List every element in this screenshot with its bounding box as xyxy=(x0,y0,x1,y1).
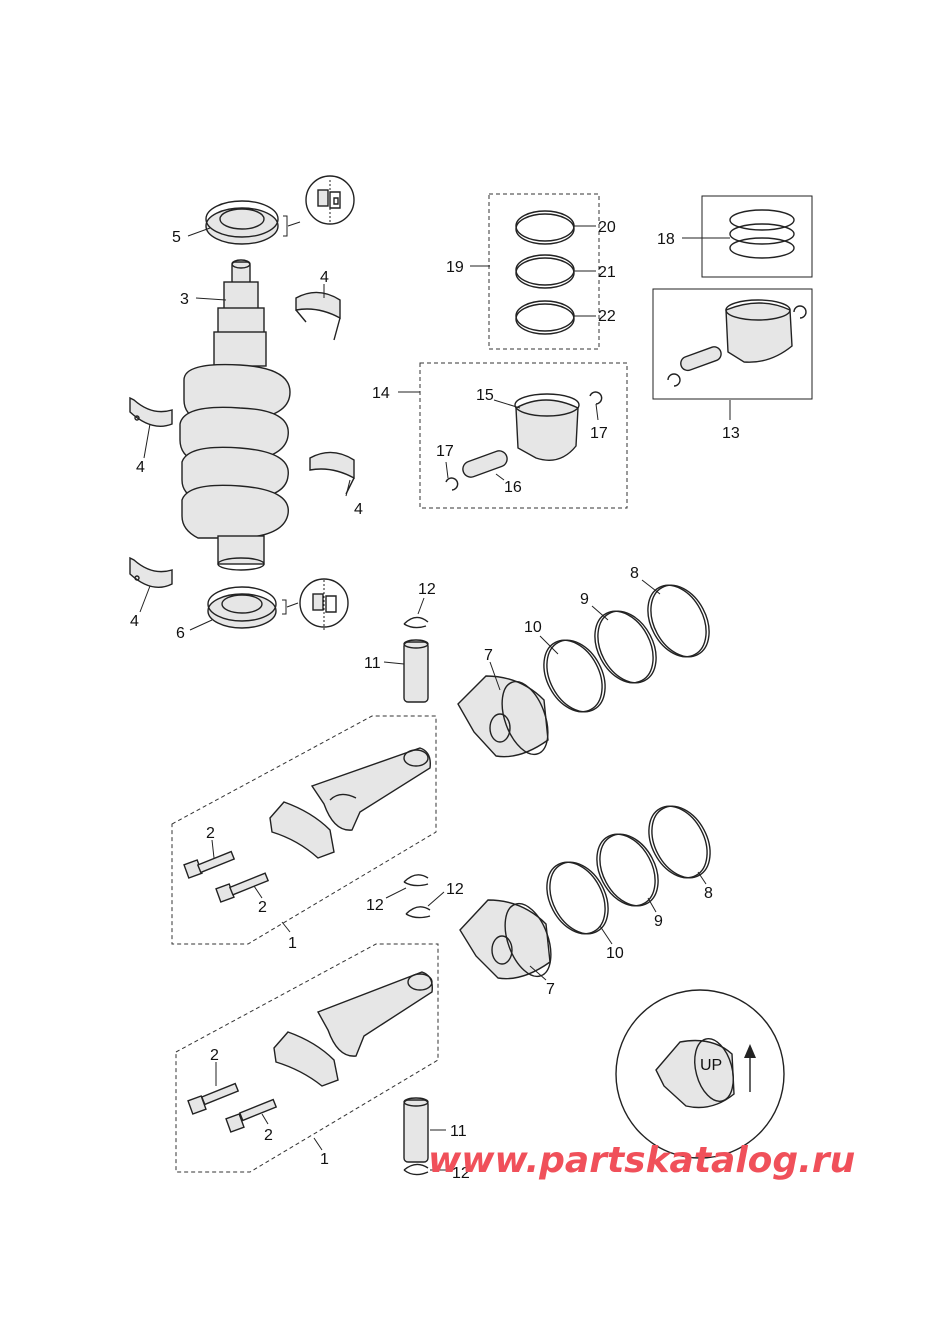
piston-pin xyxy=(462,450,508,478)
connecting-rod-bolt xyxy=(225,1098,278,1133)
connecting-rod-bolt xyxy=(183,850,236,879)
up-marking-text: UP xyxy=(700,1057,722,1074)
callout-labels: 5 3 4 4 4 4 6 20 21 22 19 18 13 14 15 17… xyxy=(130,219,740,1182)
connecting-rod xyxy=(316,971,433,1057)
callout-16: 16 xyxy=(504,479,522,496)
leader-lines xyxy=(139,225,731,1171)
piston-ring xyxy=(515,300,575,335)
connecting-rod-bolt xyxy=(215,872,270,903)
callout-5: 5 xyxy=(172,229,181,246)
callout-15: 15 xyxy=(476,387,494,404)
callout-1: 1 xyxy=(288,935,297,952)
ring-kit-box xyxy=(701,195,813,278)
callout-12: 12 xyxy=(366,897,384,914)
piston-orientation-detail: UP xyxy=(615,989,785,1159)
oil-seal-lower xyxy=(207,578,349,630)
callout-3: 3 xyxy=(180,291,189,308)
callout-13: 13 xyxy=(722,425,740,442)
callout-19: 19 xyxy=(446,259,464,276)
piston-pin-clip xyxy=(405,906,431,919)
piston-kit-box xyxy=(652,288,813,400)
callout-1: 1 xyxy=(320,1151,329,1168)
piston-pin-clip xyxy=(403,1163,429,1176)
callout-10: 10 xyxy=(524,619,542,636)
callout-2: 2 xyxy=(258,899,267,916)
piston-pin xyxy=(403,639,429,703)
callout-4: 4 xyxy=(354,501,363,518)
main-bearing-shell xyxy=(129,396,173,427)
main-bearing-shell xyxy=(295,291,341,341)
piston-ring-kit xyxy=(729,209,795,259)
connecting-rod-group-box xyxy=(175,943,439,1173)
piston-ring xyxy=(546,861,609,935)
watermark-text: www.partskatalog.ru xyxy=(428,1140,855,1181)
callout-8: 8 xyxy=(704,885,713,902)
piston-ring xyxy=(594,610,657,684)
piston-assembly-kit xyxy=(667,299,807,387)
piston-ring xyxy=(648,805,711,879)
callout-9: 9 xyxy=(654,913,663,930)
callout-17: 17 xyxy=(436,443,454,460)
connecting-rod-group-box xyxy=(171,715,437,945)
connecting-rod-bolt xyxy=(187,1082,240,1115)
callout-12: 12 xyxy=(446,881,464,898)
callout-6: 6 xyxy=(176,625,185,642)
callout-2: 2 xyxy=(210,1047,219,1064)
up-arrow-icon xyxy=(744,1044,756,1092)
connecting-rod-cap xyxy=(273,1031,339,1087)
callout-11: 11 xyxy=(364,655,381,672)
oil-seal-upper xyxy=(205,175,355,245)
main-bearing-shell xyxy=(309,451,355,495)
callout-17: 17 xyxy=(590,425,608,442)
piston-pin-clip xyxy=(403,874,429,887)
callout-7: 7 xyxy=(546,981,555,998)
callout-22: 22 xyxy=(598,308,616,325)
callout-21: 21 xyxy=(598,264,616,281)
piston xyxy=(459,899,552,980)
connecting-rod-cap xyxy=(269,801,335,859)
callout-4: 4 xyxy=(136,459,145,476)
piston-pin xyxy=(403,1097,429,1163)
callout-20: 20 xyxy=(598,219,616,236)
piston-pin-clip xyxy=(589,391,603,405)
piston-ring xyxy=(596,833,659,907)
callout-2: 2 xyxy=(264,1127,273,1144)
callout-4: 4 xyxy=(130,613,139,630)
piston-ring xyxy=(515,210,575,245)
connecting-rod xyxy=(310,747,431,831)
piston-ring xyxy=(515,254,575,289)
piston-ring xyxy=(647,584,710,658)
piston-pin-clip xyxy=(445,477,459,491)
callout-14: 14 xyxy=(372,385,390,402)
callout-9: 9 xyxy=(580,591,589,608)
piston xyxy=(514,393,580,461)
callout-4: 4 xyxy=(320,269,329,286)
piston xyxy=(457,675,549,758)
callout-18: 18 xyxy=(657,231,675,248)
callout-2: 2 xyxy=(206,825,215,842)
crankshaft xyxy=(179,259,291,571)
piston-pin-clip xyxy=(403,616,429,629)
piston-group-box xyxy=(419,362,628,509)
piston-ring xyxy=(543,639,606,713)
callout-12: 12 xyxy=(452,1165,470,1182)
callout-8: 8 xyxy=(630,565,639,582)
callout-11: 11 xyxy=(450,1123,467,1140)
callout-10: 10 xyxy=(606,945,624,962)
callout-7: 7 xyxy=(484,647,493,664)
main-bearing-shell xyxy=(129,556,173,588)
callout-12: 12 xyxy=(418,581,436,598)
